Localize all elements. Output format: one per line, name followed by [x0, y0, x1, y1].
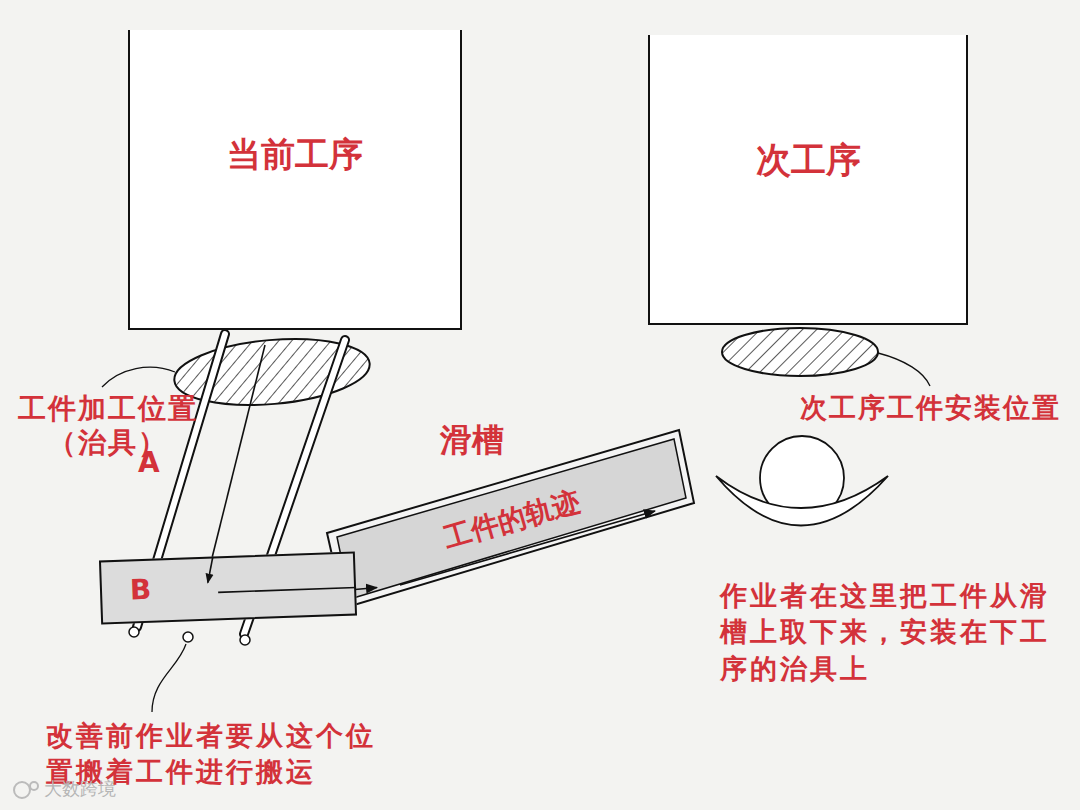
chute-bed — [337, 439, 686, 599]
leader-line — [102, 367, 175, 387]
operator-point — [183, 632, 193, 642]
operator-body — [716, 476, 888, 526]
trajectory-line — [207, 557, 214, 583]
process-name: 次工序 — [650, 139, 966, 181]
hatching — [722, 328, 878, 376]
position-label: 工件加工位置 （治具） — [6, 392, 210, 459]
leader-line — [878, 353, 930, 386]
process-name: 当前工序 — [130, 134, 460, 175]
watermark: 大数跨境 — [44, 778, 116, 800]
trajectory-line — [211, 345, 265, 562]
chute-outline — [327, 430, 694, 608]
chute-title: 滑槽 — [440, 421, 504, 459]
rail-end — [240, 635, 250, 645]
chute: 滑槽工件的轨迹 — [322, 425, 697, 615]
rail-end — [129, 627, 139, 637]
note: 作业者在这里把工件从滑槽上取下来，安装在下工序的治具上 — [720, 578, 1060, 687]
position-label: 次工序工件安装位置 — [800, 392, 1061, 424]
watermark-logo — [30, 782, 38, 790]
watermark-logo — [14, 782, 30, 798]
callout-letter: A — [138, 446, 160, 480]
next-work-position — [722, 328, 878, 376]
plate-letter: B — [129, 573, 152, 607]
leader-line — [152, 644, 186, 712]
process-box: 当前工序 — [128, 30, 462, 330]
trajectory-line — [218, 588, 356, 593]
process-box: 次工序 — [648, 35, 968, 325]
transfer-plate: B — [99, 552, 357, 625]
